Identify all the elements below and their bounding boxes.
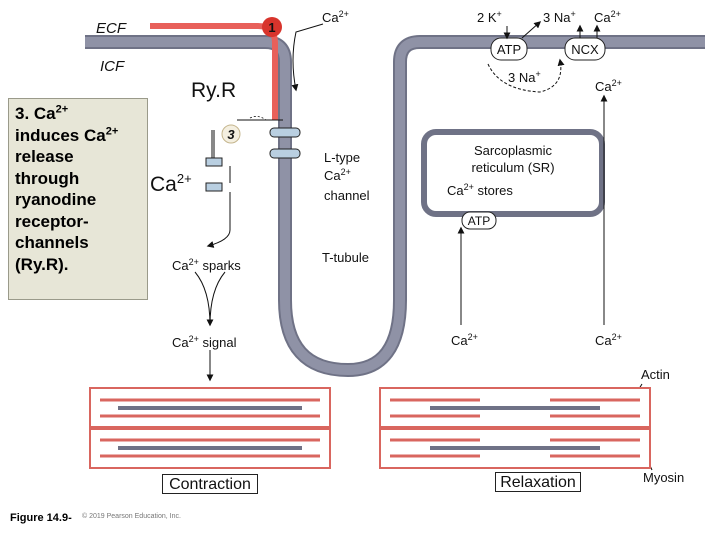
- ca-ncx-label: Ca2+: [594, 9, 621, 25]
- ryr-label: Ry.R: [191, 79, 236, 102]
- callout-line-2-sup: 2+: [105, 124, 119, 137]
- na-mid-label: 3 Na+: [508, 69, 541, 85]
- ecf-label: ECF: [96, 20, 127, 37]
- callout-line-5: ryanodine: [15, 190, 97, 209]
- arrows: [194, 21, 653, 471]
- step-3-marker: 3: [221, 124, 241, 144]
- callout-line-3: release: [15, 147, 74, 166]
- sarcolemma-membrane: [85, 35, 705, 378]
- callout-line-7: channels: [15, 233, 89, 252]
- copyright: © 2019 Pearson Education, Inc.: [82, 513, 181, 520]
- k-ion-label: 2 K+: [477, 9, 502, 25]
- ncx-label: NCX: [571, 42, 599, 57]
- callout-line-1: 3. Ca: [15, 104, 56, 123]
- ca-signal-label: Ca2+ signal: [172, 334, 237, 350]
- ryanodine-receptor: [205, 130, 231, 192]
- sr-line-1: Sarcoplasmic: [474, 143, 553, 158]
- ltype-line-2: Ca2+: [324, 167, 351, 183]
- ltype-line-1: L-type: [324, 150, 360, 165]
- actin-label: Actin: [641, 367, 670, 382]
- l-type-channel: [269, 127, 301, 159]
- ncx-exchanger: [564, 37, 606, 61]
- step-1-marker: 1: [262, 17, 282, 37]
- icf-label: ICF: [100, 58, 125, 75]
- callout-line-2: induces Ca: [15, 125, 106, 145]
- atp-sr-label: ATP: [468, 214, 490, 228]
- ca-sr-out-label: Ca2+: [451, 332, 478, 348]
- sarcomere-contracted: [89, 387, 331, 469]
- ca-top-label: Ca2+: [322, 9, 349, 25]
- sr-line-2: reticulum (SR): [471, 160, 554, 175]
- sarcoplasmic-reticulum: [421, 129, 605, 230]
- atp-pump-label: ATP: [497, 42, 521, 57]
- callout-line-4: through: [15, 168, 80, 188]
- sr-line-3: Ca2+ stores: [447, 182, 513, 198]
- callout-line-1-sup: 2+: [55, 103, 69, 116]
- step-3-label: 3: [227, 127, 235, 142]
- myosin-label: Myosin: [643, 470, 684, 485]
- step-1-label: 1: [268, 20, 275, 35]
- ca-sparks-label: Ca2+ sparks: [172, 257, 241, 273]
- callout-line-6: receptor-: [15, 211, 89, 231]
- ca-right-label: Ca2+: [595, 78, 622, 94]
- ltype-line-3: channel: [324, 188, 370, 203]
- ttubule-label: T-tubule: [322, 250, 369, 265]
- relaxation-label: Relaxation: [495, 472, 581, 492]
- ca-bottom-right-label: Ca2+: [595, 332, 622, 348]
- figure-number: Figure 14.9-: [10, 512, 72, 524]
- ca-large-label: Ca2+: [150, 171, 192, 196]
- na-top-label: 3 Na+: [543, 9, 576, 25]
- callout-line-8: (Ry.R).: [15, 254, 69, 274]
- sarcomere-relaxed: [379, 387, 651, 469]
- callout-step-3: 3. Ca2+ induces Ca2+ release through rya…: [8, 98, 148, 300]
- contraction-label: Contraction: [162, 474, 258, 494]
